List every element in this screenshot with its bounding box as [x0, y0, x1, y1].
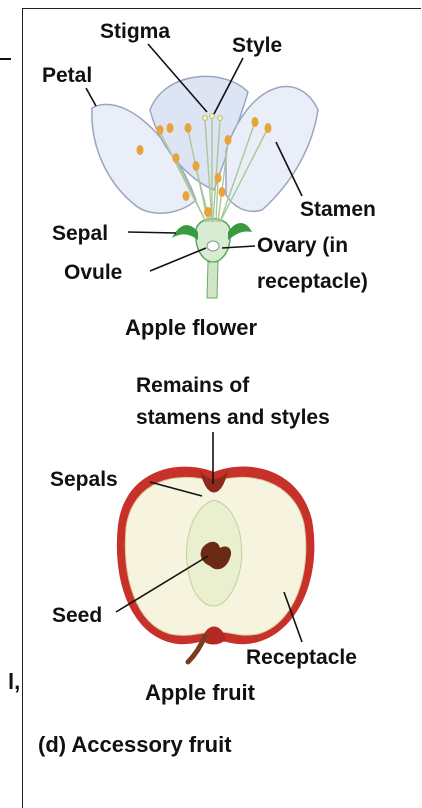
- stamen-label: Stamen: [300, 198, 376, 221]
- apple-fruit-caption: Apple fruit: [145, 680, 256, 705]
- right-sepal: [228, 223, 252, 240]
- petal-label: Petal: [42, 64, 92, 87]
- receptacle: [196, 219, 231, 262]
- stigma-label: Stigma: [100, 20, 170, 43]
- receptacle-label: Receptacle: [246, 646, 357, 669]
- ovule: [207, 241, 219, 251]
- sepal-label: Sepal: [52, 222, 108, 245]
- remains-label-line1: Remains of: [136, 374, 250, 397]
- ovary-label-line2: receptacle): [257, 270, 368, 293]
- style-label: Style: [232, 34, 282, 57]
- apple-flower-caption: Apple flower: [125, 315, 257, 340]
- ovule-label: Ovule: [64, 261, 122, 284]
- remains-label-line2: stamens and styles: [136, 406, 330, 429]
- seed-label: Seed: [52, 604, 102, 627]
- apple-fruit-illustration: [117, 467, 315, 662]
- sepals-label: Sepals: [50, 468, 118, 491]
- flower-stem: [207, 262, 218, 298]
- panel-caption: (d) Accessory fruit: [38, 732, 232, 757]
- ovary-label-line1: Ovary (in: [257, 234, 348, 257]
